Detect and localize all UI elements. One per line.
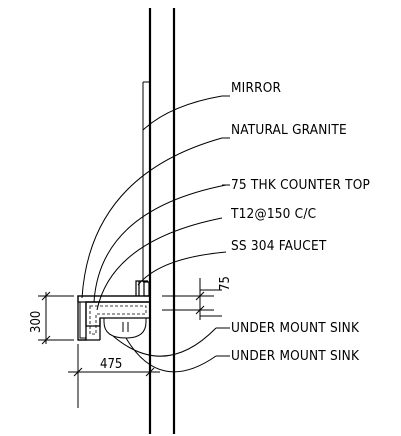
faucet bbox=[135, 280, 150, 297]
counter-top bbox=[77, 295, 151, 341]
dimension-75 bbox=[162, 278, 222, 320]
dimension-300 bbox=[38, 291, 74, 345]
label-counter-top: 75 THK COUNTER TOP bbox=[231, 177, 370, 193]
dimension-475 bbox=[68, 344, 160, 408]
sink-bowl bbox=[103, 318, 147, 339]
label-under-mount-sink-2: UNDER MOUNT SINK bbox=[231, 348, 360, 364]
label-rebar: T12@150 C/C bbox=[230, 206, 316, 222]
label-mirror: MIRROR bbox=[231, 80, 281, 96]
dimension-475-label: 475 bbox=[100, 357, 122, 372]
label-faucet: SS 304 FAUCET bbox=[231, 238, 327, 254]
leader-lines bbox=[81, 95, 230, 373]
label-under-mount-sink-1: UNDER MOUNT SINK bbox=[231, 320, 360, 336]
dimension-300-label: 300 bbox=[29, 311, 44, 333]
dimension-75-label: 75 bbox=[218, 276, 233, 291]
label-natural-granite: NATURAL GRANITE bbox=[231, 122, 347, 138]
